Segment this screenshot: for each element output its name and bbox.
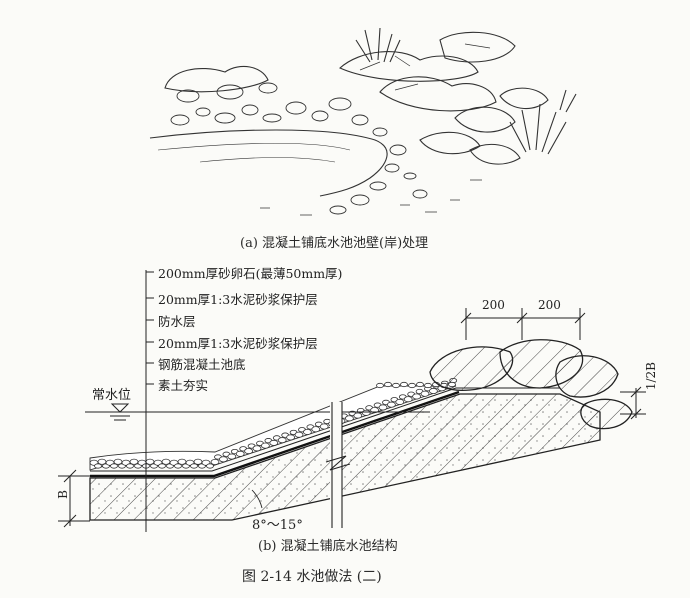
bank-rocks [429, 339, 633, 430]
pebble [269, 439, 279, 446]
pebble [420, 390, 430, 397]
pebble [403, 396, 413, 403]
pebble [361, 409, 371, 416]
pebble [376, 382, 384, 389]
dim-half-b-label: 1/2B [644, 362, 658, 391]
pebble [408, 382, 416, 389]
pebble [174, 463, 182, 469]
pebble [395, 398, 405, 405]
pebble [235, 450, 245, 457]
pebble [206, 463, 214, 469]
pebble [384, 381, 392, 388]
pebble [400, 381, 408, 388]
pebble [319, 423, 329, 430]
dim-right-label: 200 [538, 298, 561, 312]
caption-a: (a) 混凝土铺底水池池壁(岸)处理 [240, 236, 429, 251]
pebble [344, 415, 354, 422]
pebble [416, 381, 424, 388]
pebble [412, 393, 422, 400]
pebble [277, 437, 287, 444]
pebble [378, 404, 388, 411]
dimension-half-b [620, 386, 646, 420]
pebble [428, 388, 438, 395]
pebble [302, 428, 312, 435]
pebble [311, 426, 321, 433]
pebble [386, 401, 396, 408]
pebble [190, 463, 198, 469]
dim-left-label: 200 [482, 298, 505, 312]
dim-b-label: B [56, 490, 70, 499]
water-level-label: 常水位 [92, 388, 132, 403]
pond-section [58, 270, 646, 532]
caption-b: (b) 混凝土铺底水池结构 [258, 539, 398, 554]
pebble [244, 448, 254, 455]
layer-label: 20mm厚1:3水泥砂浆保护层 [158, 336, 318, 351]
pebble [370, 407, 380, 414]
layer-label: 防水层 [158, 314, 196, 329]
pebble [294, 431, 304, 438]
pond-edge-sketch [149, 27, 577, 216]
break-symbol [325, 402, 351, 528]
pebble [252, 445, 262, 452]
layer-label: 素土夯实 [158, 378, 209, 393]
pebble [110, 463, 118, 469]
pebble [260, 442, 270, 449]
pebble [353, 412, 363, 419]
pebble [210, 458, 220, 465]
layer-label: 200mm厚砂卵石(最薄50mm厚) [158, 266, 343, 281]
pebble [392, 382, 400, 389]
pebble [94, 463, 102, 469]
water-level-symbol [110, 403, 130, 413]
pebble [227, 453, 237, 460]
figure-caption: 图 2-14 水池做法 (二) [242, 569, 382, 585]
layer-label: 钢筋混凝土池底 [158, 357, 246, 372]
slope-angle-label: 8°～15° [252, 518, 303, 533]
dimension-b [58, 469, 90, 528]
pebble [286, 434, 296, 441]
pebble [126, 463, 134, 469]
pebble [218, 456, 228, 463]
dimension-top [460, 308, 586, 340]
pebble [424, 382, 432, 389]
pebble [158, 463, 166, 469]
layer-label: 20mm厚1:3水泥砂浆保护层 [158, 292, 318, 307]
